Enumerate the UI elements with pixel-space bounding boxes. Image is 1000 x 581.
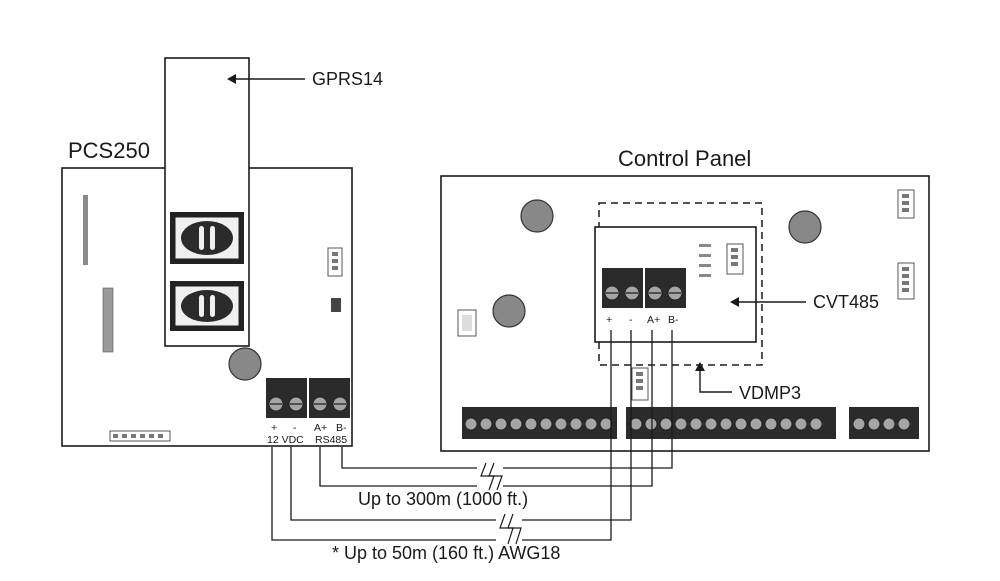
rs485-cable-length-label: Up to 300m (1000 ft.) (358, 489, 528, 509)
pcs250-term-b-minus: B- (336, 422, 347, 434)
pcs250-terminal-block (266, 378, 350, 418)
power-cable-length-label: * Up to 50m (160 ft.) AWG18 (332, 543, 560, 563)
cvt485-term-plus: + (606, 314, 612, 326)
cvt485-module: + - A+ B- (594, 226, 757, 343)
control-panel-component-2 (788, 210, 822, 244)
cvt485-term-minus: - (629, 314, 633, 326)
cvt485-pin-strip (699, 243, 744, 277)
cvt485-label: CVT485 (813, 292, 879, 312)
control-panel-terminal-strip-2 (626, 407, 836, 439)
vdmp3-label: VDMP3 (739, 383, 801, 403)
cable-break-symbol-power (496, 513, 522, 545)
control-panel-label: Control Panel (618, 146, 751, 171)
cvt485-term-b-minus: B- (668, 314, 679, 326)
pcs250-pin-strip-left (83, 195, 114, 353)
pcs250-rs485-label: RS485 (315, 434, 347, 446)
cvt485-terminal-block (602, 268, 686, 308)
gprs14-pointer-arrow (227, 74, 305, 84)
cable-break-symbol-rs485 (477, 462, 503, 491)
sim-holder-top (170, 212, 244, 264)
pcs250-term-plus: + (271, 422, 277, 434)
wire-power-plus (271, 330, 612, 541)
control-panel-terminal-strip-1 (462, 407, 617, 439)
control-panel-component-3 (492, 294, 526, 328)
pcs250-term-a-plus: A+ (314, 422, 327, 434)
gprs14-label: GPRS14 (312, 69, 383, 89)
pcs250-led (228, 347, 262, 381)
control-panel-connectors (457, 189, 915, 401)
pcs250-vdc-label: 12 VDC (267, 434, 304, 446)
sim-holder-bottom (170, 281, 244, 331)
cvt485-pointer-arrow (730, 297, 806, 307)
pcs250-bottom-connector (109, 430, 171, 442)
cvt485-term-a-plus: A+ (647, 314, 660, 326)
pcs250-term-minus: - (293, 422, 297, 434)
control-panel-component-1 (520, 199, 554, 233)
vdmp3-pointer-arrow (695, 362, 732, 393)
gprs14-module (164, 57, 250, 347)
pcs250-label: PCS250 (68, 138, 150, 163)
wire-power-minus (290, 330, 632, 521)
pcs250-side-connector (327, 247, 343, 312)
wire-rs485-b (341, 330, 673, 469)
control-panel-terminal-strip-3 (849, 407, 919, 439)
control-panel-board (440, 175, 930, 452)
